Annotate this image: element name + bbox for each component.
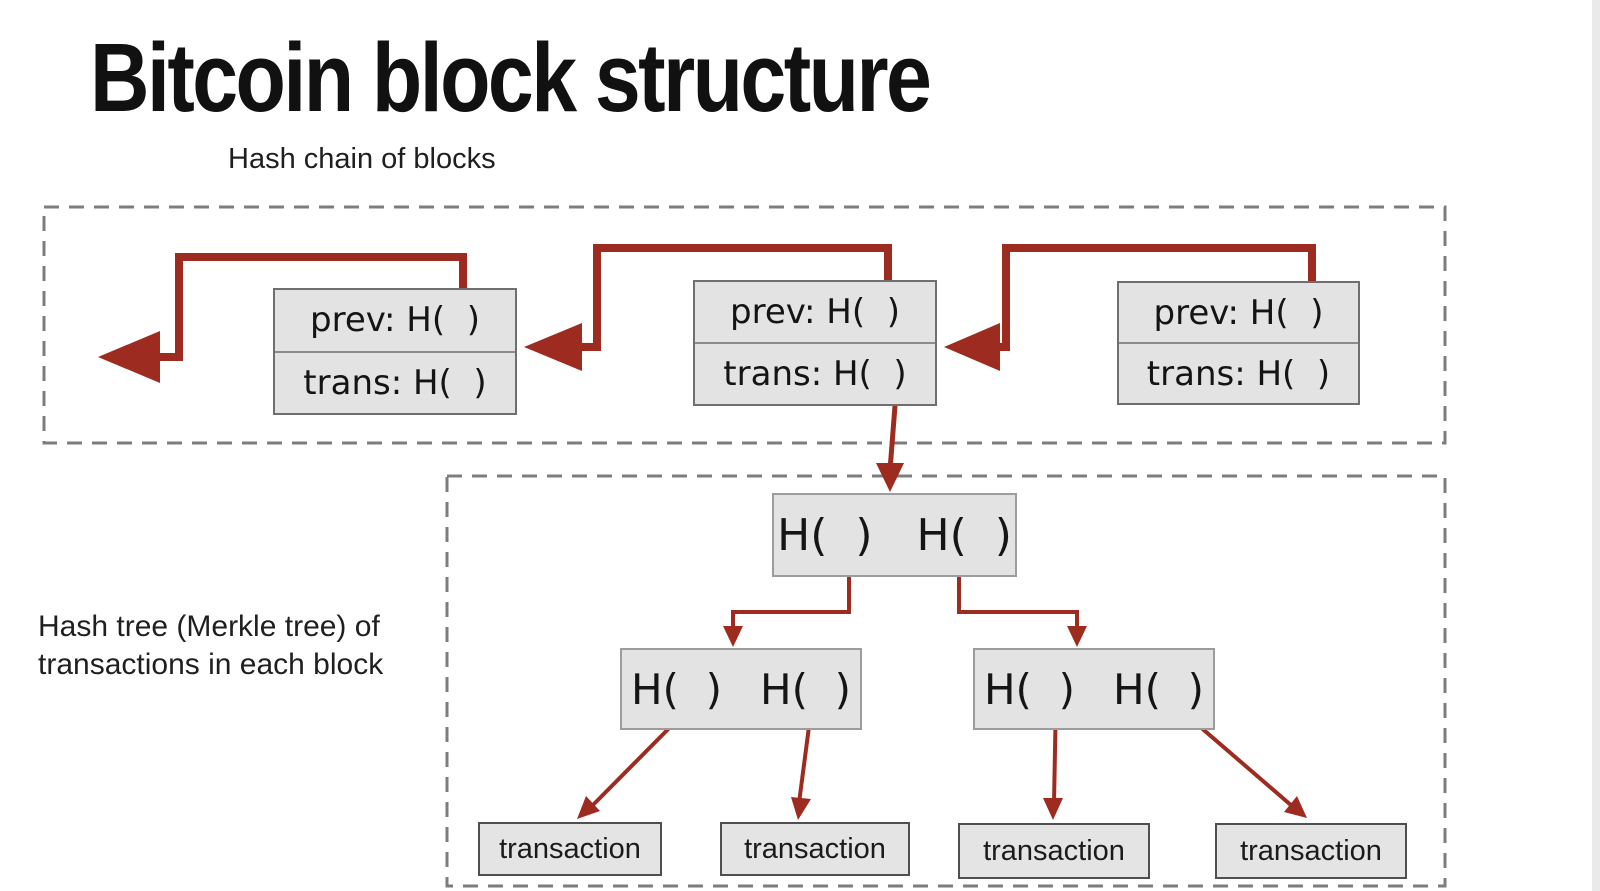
chain-arrow-mid-to-left-head [524,323,582,371]
chain-block-2: prev: H( ) trans: H( ) [693,280,937,406]
node-left-hash-right: H( ) [760,664,852,714]
transaction-box-4: transaction [1215,823,1407,879]
chain-block-3-prev-field: prev: H( ) [1153,292,1324,333]
chain-section-label: Hash chain of blocks [228,143,496,175]
node-to-tx4-head [1284,796,1307,818]
chain-arrow-mid-to-left [574,244,892,351]
node-right-hash-left: H( ) [983,664,1075,714]
chain-arrow-left-out-head [98,331,160,383]
chain-block-1-prev-field: prev: H( ) [310,300,480,341]
chain-block-3-trans-field: trans: H( ) [1119,342,1358,403]
page-title: Bitcoin block structure [90,23,932,132]
node-to-tx2-head [791,797,811,820]
tree-section-label-line2: transactions in each block [38,648,384,681]
node-to-tx3-head [1043,798,1063,820]
node-to-tx1-head [577,796,600,819]
tree-section-label-line1: Hash tree (Merkle tree) of [38,610,380,643]
merkle-node-right: H( ) H( ) [973,648,1215,730]
root-hash-right: H( ) [916,509,1012,561]
chain-arrow-right-to-mid [993,244,1316,351]
root-to-right-node-head [1067,626,1087,647]
chain-arrow-right-to-mid-head [944,323,1000,371]
merkle-root-node: H( ) H( ) [772,493,1017,577]
screen-edge-strip [1592,0,1600,891]
transaction-box-3: transaction [958,823,1150,879]
chain-block-3: prev: H( ) trans: H( ) [1117,281,1360,405]
root-hash-left: H( ) [777,509,873,561]
chain-arrow-left-out [150,253,467,361]
transaction-box-2: transaction [720,822,910,876]
chain-block-2-trans-field: trans: H( ) [695,342,935,404]
merkle-node-left: H( ) H( ) [620,648,862,730]
chain-dashed-box [42,205,1447,445]
node-left-hash-left: H( ) [630,664,722,714]
node-right-hash-right: H( ) [1113,664,1205,714]
tree-dashed-box [445,474,1447,888]
tree-section-label: Hash tree (Merkle tree) of transactions … [38,608,383,684]
trans-to-root-arrow-head [876,463,904,492]
chain-block-1: prev: H( ) trans: H( ) [273,288,517,415]
chain-block-1-trans-field: trans: H( ) [275,350,515,414]
root-to-left-node-head [723,626,743,647]
transaction-box-1: transaction [478,822,662,876]
chain-block-2-prev-field: prev: H( ) [730,292,900,332]
